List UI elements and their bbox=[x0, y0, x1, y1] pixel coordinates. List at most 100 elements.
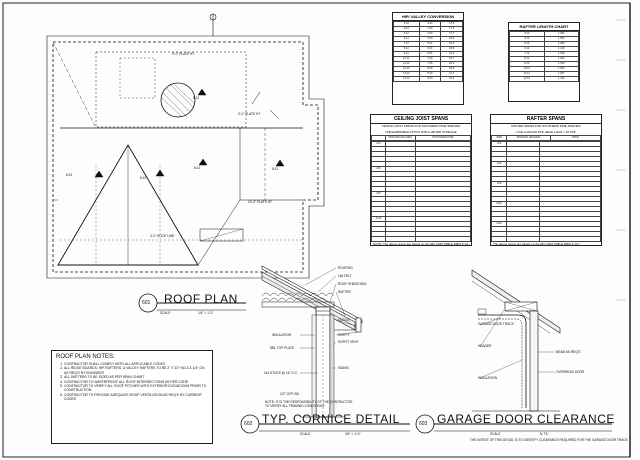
rafter-spans-subtitle2: LIVE LOAD=20 PSF, DEAD LOAD = 10 PSF bbox=[516, 129, 576, 134]
roof-note-item: CONTRACTOR TO WATERPROOF ALL ROOF INTERS… bbox=[64, 380, 208, 384]
cornice-label-fascia: FASCIA bbox=[338, 318, 350, 322]
rafter-spans-header: SIZE SPACING (INCHES) SPAN bbox=[490, 135, 602, 142]
table-cell: 1.414 bbox=[543, 76, 579, 82]
ceiling-joist-subtitle: CEILING JOIST SPANS FOR SOUTHERN PINE SP… bbox=[381, 124, 461, 128]
table-row bbox=[490, 236, 602, 243]
ceiling-joist-subtitle2: UNINHABITABLE ATTICS WITH LIMITED STORAG… bbox=[385, 129, 457, 134]
roof-plan-title: ROOF PLAN bbox=[164, 292, 238, 306]
table-cell: 14:12 bbox=[393, 76, 420, 82]
garage-label-door: OVERHEAD DOOR bbox=[556, 370, 585, 374]
cornice-title-block bbox=[240, 414, 410, 434]
pitch-label-upper: 8:12 bbox=[193, 96, 200, 100]
cornice-label-roofing: ROOFING bbox=[338, 266, 353, 270]
rs-col-spacing: SPACING (INCHES) bbox=[506, 135, 551, 142]
cornice-number: 602 bbox=[244, 421, 253, 427]
cj-col-span: SOUTHERN PINE bbox=[414, 135, 472, 142]
roof-plan-scale-value: 1/4" = 1'-0" bbox=[198, 311, 214, 315]
roof-plan-title-block bbox=[138, 293, 246, 313]
roof-plan-notes-title: ROOF PLAN NOTES: bbox=[56, 354, 115, 360]
cornice-scale-label: SCALE bbox=[300, 432, 311, 436]
pitch-arrows bbox=[94, 88, 285, 178]
rafter-spans-title: RAFTER SPANS bbox=[491, 115, 601, 124]
ceiling-joist-footnote: NOTE: The above spans are based on the I… bbox=[373, 242, 470, 247]
rafter-spans-footnote: The above spans are based on the IRC 201… bbox=[493, 242, 580, 247]
table-cell bbox=[506, 236, 540, 243]
ceiling-joist-title: CEILING JOIST SPANS bbox=[371, 115, 471, 124]
cornice-label-felt: 15# FELT bbox=[338, 274, 352, 278]
roof-note-item: CONTRACTOR TO PROVIDE ADEQUATE ROOF VENT… bbox=[64, 393, 208, 402]
rs-col-span: SPAN bbox=[549, 135, 602, 142]
ceiling-joist-table: CEILING JOIST SPANS CEILING JOIST SPANS … bbox=[370, 114, 472, 246]
rafter-spans-table: RAFTER SPANS RAFTER SPANS FOR SOUTHERN P… bbox=[490, 114, 602, 246]
garage-label-insulation: INSULATION bbox=[478, 376, 497, 380]
garage-note: THE INTENT OF THIS DETAIL IS TO IDENTIFY… bbox=[470, 438, 628, 442]
cornice-label-insulation: INSULATION bbox=[272, 333, 291, 337]
pitch-label-far-right: 8:12 bbox=[272, 167, 279, 171]
roof-plan-notes-list: CONTRACTOR SHALL COMPLY WITH ALL APPLICA… bbox=[52, 362, 212, 402]
cornice-label-siding: SIDING bbox=[338, 366, 349, 370]
hip-valley-title: HIP/ VALLEY CONVERSION bbox=[393, 13, 463, 21]
table-cell: 12:12 bbox=[509, 76, 545, 82]
garage-scale-value: N.T.S. bbox=[540, 432, 549, 436]
cornice-label-vent: SOFFIT VENT bbox=[338, 340, 359, 344]
roof-plan-drawing bbox=[46, 13, 325, 279]
rafter-spans-subtitle: RAFTER SPANS FOR SOUTHERN PINE SPECIES bbox=[511, 124, 581, 128]
cornice-detail-drawing bbox=[261, 265, 363, 418]
cornice-label-gyp: 1/2" GYP. BD. bbox=[280, 392, 300, 396]
garage-detail-drawing bbox=[471, 269, 561, 412]
roof-note-item: ALL RIDGE BOARDS, HIP RAFTERS, & VALLEY … bbox=[64, 366, 208, 375]
cornice-note: NOTE: IT IS THE RESPONSIBILITY OF THE CO… bbox=[265, 400, 353, 408]
table-cell bbox=[414, 236, 472, 243]
table-cell bbox=[538, 236, 602, 243]
roof-plan-number: 601 bbox=[142, 300, 151, 306]
pitch-label-left: 8:12 bbox=[66, 173, 73, 177]
plate-height-top: 9'-0" PLATE HT bbox=[172, 52, 195, 56]
garage-label-beam: BEAM AS REQ'D bbox=[556, 350, 581, 354]
table-cell: 9.00 bbox=[418, 76, 442, 82]
cornice-label-studs: 2x4 STUDS @ 16" O.C. bbox=[264, 371, 298, 375]
pitch-label-center: 8:12 bbox=[140, 176, 147, 180]
garage-label-header: HEADER bbox=[478, 344, 492, 348]
plate-height-bottom: 10'-0" PLATE HT bbox=[248, 200, 273, 204]
garage-number: 603 bbox=[419, 421, 428, 427]
pitch-label-right: 8:12 bbox=[194, 166, 201, 170]
garage-scale-label: SCALE bbox=[490, 432, 501, 436]
rs-col-size: SIZE bbox=[490, 135, 508, 142]
cornice-title: TYP. CORNICE DETAIL bbox=[262, 412, 400, 426]
cornice-label-rafter: RAFTER bbox=[338, 290, 351, 294]
rafter-length-title: RAFTER LENGTH CHART bbox=[509, 23, 579, 31]
roof-note-item: CONTRACTOR TO VERIFY ALL ROOF PITCHES WI… bbox=[64, 384, 208, 393]
roof-plan-notes: ROOF PLAN NOTES: CONTRACTOR SHALL COMPLY… bbox=[51, 350, 213, 444]
roof-note-item: CONTRACTOR SHALL COMPLY WITH ALL APPLICA… bbox=[64, 362, 208, 366]
ceiling-joist-grid: SPACING (INCHES) SOUTHERN PINE bbox=[371, 135, 472, 142]
plate-height-right: 9'-0" PLATE HT bbox=[238, 112, 261, 116]
cornice-label-sheathing: ROOF SHEATHING bbox=[338, 282, 367, 286]
garage-title: GARAGE DOOR CLEARANCE bbox=[437, 412, 615, 426]
table-row bbox=[371, 236, 472, 243]
table-cell: 22.0 bbox=[440, 76, 463, 82]
cornice-label-top-plate: DBL TOP PLATE bbox=[270, 346, 295, 350]
garage-title-block bbox=[415, 414, 612, 434]
roof-note-item: ALL RAFTERS TO BE SIZED AS PER SPAN CHAR… bbox=[64, 375, 208, 379]
size-cell bbox=[371, 236, 386, 243]
